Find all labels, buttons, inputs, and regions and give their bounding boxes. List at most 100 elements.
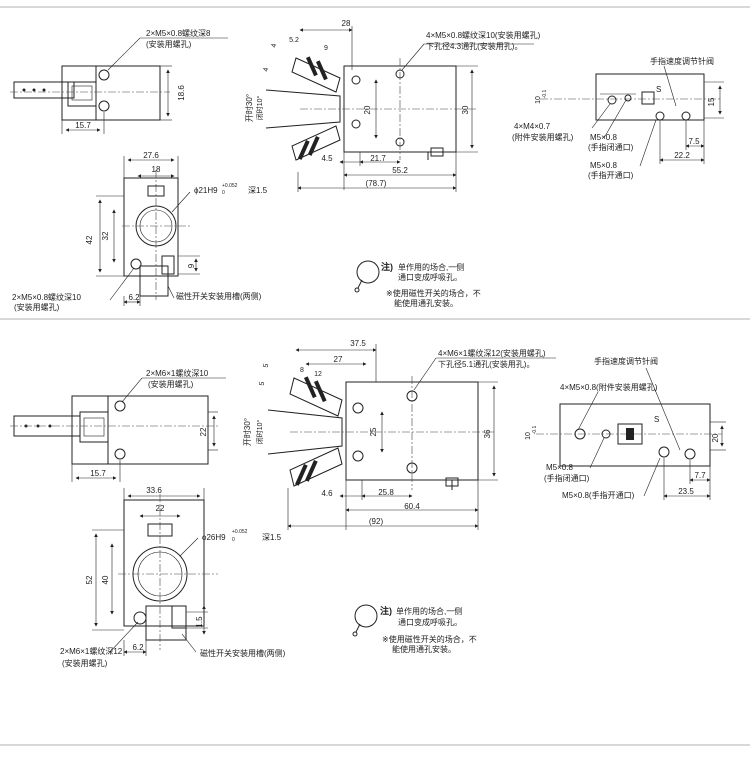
top-front-view: 开时30° 闭时10° 28 5.2 9 4 4 20 30 4.5 21.7 …: [244, 19, 541, 192]
bore-label: ϕ21H9: [194, 186, 218, 195]
b-dim-92: (92): [369, 517, 384, 526]
note-line-1: 单作用的场合,一侧: [398, 262, 464, 272]
b-bottom-mount-holes-sublabel: (安装用螺孔): [62, 658, 108, 668]
b-note-line-1: 单作用的场合,一侧: [396, 606, 462, 616]
b-note-line-4: 能使用通孔安装。: [392, 644, 456, 654]
dim-78-7: (78.7): [366, 179, 387, 188]
dim-42: 42: [85, 235, 94, 244]
dim-4-5: 4.5: [321, 154, 333, 163]
dim-4b: 4: [263, 67, 271, 72]
b-dim-6-2: 6.2: [132, 643, 144, 652]
mount-holes-sublabel: (安装用螺孔): [146, 39, 192, 49]
b-dim-12: 12: [314, 371, 322, 378]
b-bottom-mount-holes-label: 2×M6×1螺纹深12: [60, 646, 123, 656]
speed-valve-label: 手指速度调节针阀: [650, 56, 714, 66]
b-dim-37-5: 37.5: [350, 339, 366, 348]
dim-9-b: 9: [187, 263, 196, 268]
port-close-label: M5×0.8: [590, 133, 617, 142]
bottom-separator: [0, 744, 750, 746]
b-dim-10-tolerance: -0.1: [532, 425, 538, 434]
b-top-holes-sublabel: 下孔径5.1通孔(安装用孔)。: [438, 359, 534, 369]
dim-18: 18: [152, 165, 161, 174]
dim-22-2: 22.2: [674, 151, 690, 160]
b-port-open-label: M5×0.8(手指开通口): [562, 490, 635, 500]
b-dim-25-8: 25.8: [378, 488, 394, 497]
b-port-close-label: M5×0.8: [546, 463, 573, 472]
top-right-view: S 手指速度调节针阀 10 -0.1 15 7.5 22.2 4×M4×0.7 …: [512, 56, 724, 180]
b-dim-22: 22: [199, 427, 208, 436]
dim-6-2: 6.2: [128, 293, 140, 302]
b-bore-label: ϕ26H9: [202, 533, 226, 542]
bottom-side-view: 22 15.7 2×M6×1螺纹深10 (安装用螺孔): [10, 368, 226, 482]
dim-28: 28: [342, 19, 351, 28]
note-title: 注): [381, 261, 393, 272]
b-mount-holes-sublabel: (安装用螺孔): [148, 379, 194, 389]
top-separator: [0, 6, 750, 8]
dim-32: 32: [101, 231, 110, 240]
b-top-holes-label: 4×M6×1螺纹深12(安装用螺孔): [438, 348, 546, 358]
dim-9: 9: [324, 45, 328, 52]
top-holes-label: 4×M5×0.8螺纹深10(安装用螺孔): [426, 30, 541, 40]
b-bore-depth: 深1.5: [262, 533, 282, 542]
b-dim-25: 25: [369, 427, 378, 436]
top-section: 18.6 15.7 2×M5×0.8螺纹深8 (安装用螺孔) 开时30° 闭时1…: [10, 19, 724, 312]
top-holes-sublabel: 下孔径4.3通孔(安装用孔)。: [426, 41, 522, 51]
middle-separator: [0, 318, 750, 320]
b-close-angle-label: 闭时10°: [255, 420, 264, 445]
b-dim-27: 27: [334, 355, 343, 364]
mount-holes-label: 2×M5×0.8螺纹深8: [146, 28, 211, 38]
b-note-line-2: 通口变成呼吸孔。: [398, 617, 462, 627]
note-line-3: ※使用磁性开关的场合，不: [386, 288, 481, 298]
port-open-label: M5×0.8: [590, 161, 617, 170]
open-angle-label: 开时30°: [244, 94, 254, 122]
note-line-2: 通口变成呼吸孔。: [398, 272, 462, 282]
bore-tolerance-lower: 0: [222, 190, 225, 196]
b-dim-52: 52: [85, 575, 94, 584]
bore-tolerance: +0.052: [222, 183, 238, 189]
b-bore-tolerance: +0.052: [232, 529, 248, 535]
top-bottom-view: 27.6 18 42 32 9 6.2 ϕ21H9 +0.052 0 深1.5 …: [12, 151, 268, 312]
bottom-bottom-view: 33.6 22 52 40 1.5 6.2 ϕ26H9 +0.052 0 深1.…: [60, 486, 286, 668]
note-line-4: 能使用通孔安装。: [394, 298, 458, 308]
b-dim-10-tol: 10: [525, 432, 532, 440]
b-dim-8: 8: [300, 367, 304, 374]
b-dim-22-b: 22: [156, 504, 165, 513]
b-switch-groove-label: 磁性开关安装用槽(两侧): [200, 648, 286, 658]
top-side-view: 18.6 15.7 2×M5×0.8螺纹深8 (安装用螺孔): [10, 28, 228, 134]
b-note-line-3: ※使用磁性开关的场合，不: [382, 634, 477, 644]
dim-10-tol: 10: [535, 96, 542, 104]
b-mount-holes-label: 2×M6×1螺纹深10: [146, 368, 209, 378]
b-speed-valve-label: 手指速度调节针阀: [594, 356, 658, 366]
b-dim-60-4: 60.4: [404, 502, 420, 511]
bottom-note: 注) 单作用的场合,一侧 通口变成呼吸孔。 ※使用磁性开关的场合，不 能使用通孔…: [352, 604, 477, 654]
b-dim-20: 20: [711, 433, 720, 442]
side-m4-label: 4×M4×0.7: [514, 122, 551, 131]
dim-18-6: 18.6: [177, 85, 186, 101]
b-side-m5-label: 4×M5×0.8(附件安装用螺孔): [560, 382, 658, 392]
b-bore-tolerance-lower: 0: [232, 537, 235, 543]
s-mark: S: [656, 85, 661, 94]
dim-30: 30: [461, 105, 470, 114]
bore-depth: 深1.5: [248, 186, 268, 195]
b-port-close-sublabel: (手指闭通口): [544, 473, 590, 483]
b-dim-7-7: 7.7: [694, 471, 706, 480]
b-dim-4-6: 4.6: [321, 489, 333, 498]
side-m4-sublabel: (附件安装用螺孔): [512, 132, 574, 142]
b-dim-33-6: 33.6: [146, 486, 162, 495]
b-dim-40: 40: [101, 575, 110, 584]
port-close-sublabel: (手指闭通口): [588, 142, 634, 152]
port-open-sublabel: (手指开通口): [588, 170, 634, 180]
switch-groove-label: 磁性开关安装用槽(两侧): [176, 291, 262, 301]
b-note-title: 注): [380, 605, 392, 616]
dim-4a: 4: [271, 43, 279, 48]
dim-15: 15: [707, 97, 716, 106]
close-angle-label: 闭时10°: [255, 96, 264, 121]
b-dim-5a: 5: [263, 363, 271, 368]
b-dim-5b: 5: [259, 381, 267, 386]
dim-20: 20: [363, 105, 372, 114]
b-dim-36: 36: [483, 429, 492, 438]
bottom-front-view: 开时30° 闭时10° 37.5 27 8 12 5 5 25 36 4.6 2…: [242, 339, 556, 530]
top-note: 注) 单作用的场合,一侧 通口变成呼吸孔。 ※使用磁性开关的场合，不 能使用通孔…: [354, 260, 481, 308]
b-dim-1-5: 1.5: [195, 616, 204, 628]
